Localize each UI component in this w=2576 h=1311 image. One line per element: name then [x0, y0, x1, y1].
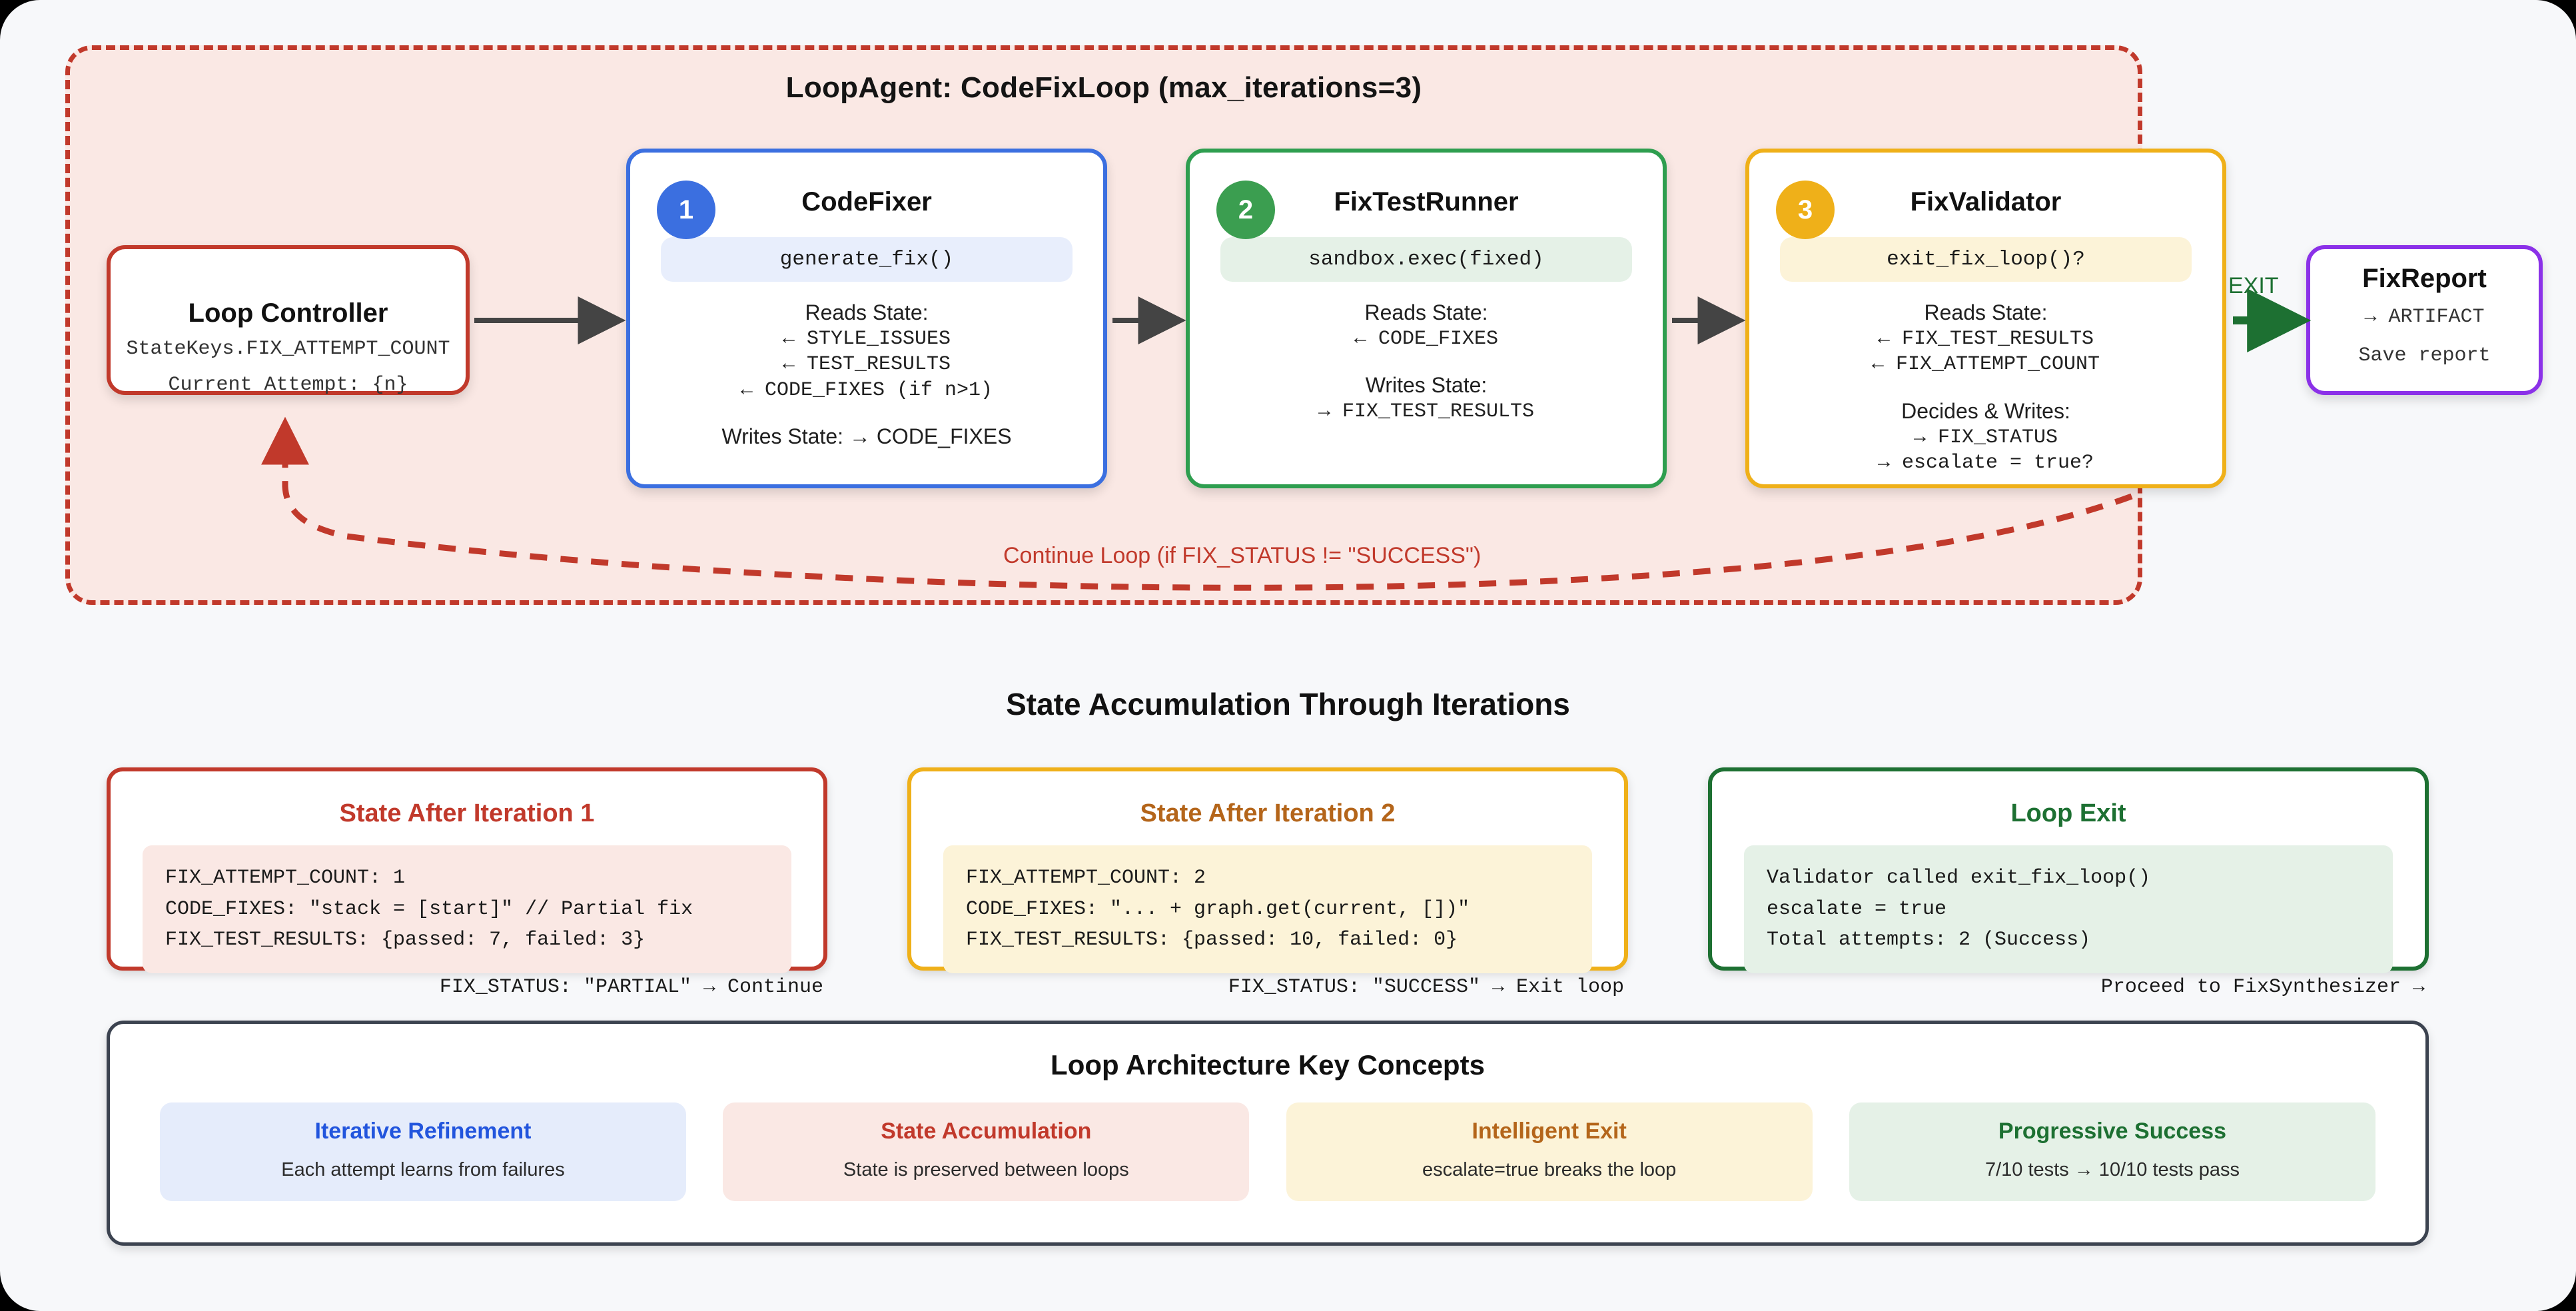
- continue-loop-label: Continue Loop (if FIX_STATUS != "SUCCESS…: [1003, 543, 1482, 568]
- agent-node-codefixer[interactable]: 1 CodeFixer generate_fix() Reads State: …: [626, 149, 1107, 488]
- concept-desc: Each attempt learns from failures: [281, 1159, 565, 1180]
- key-concepts-title: Loop Architecture Key Concepts: [1051, 1049, 1485, 1081]
- agent-node-fixtestrunner[interactable]: 2 FixTestRunner sandbox.exec(fixed) Read…: [1186, 149, 1667, 488]
- concept-title: Intelligent Exit: [1472, 1118, 1627, 1144]
- state-card-body: FIX_ATTEMPT_COUNT: 1 CODE_FIXES: "stack …: [143, 845, 791, 973]
- state-card-title: Loop Exit: [2010, 799, 2126, 827]
- concept-card-state-accumulation[interactable]: State Accumulation State is preserved be…: [723, 1102, 1250, 1201]
- state-line: CODE_FIXES: "stack = [start]" // Partial…: [165, 897, 693, 921]
- loop-controller-node[interactable]: Loop Controller StateKeys.FIX_ATTEMPT_CO…: [107, 245, 470, 396]
- writes-state-item: → FIX_STATUS: [1913, 426, 2058, 449]
- agent-method-chip-codefixer: generate_fix(): [661, 237, 1073, 282]
- reads-state-label-fixvalidator: Reads State:: [1924, 300, 2048, 324]
- loop-agent-title: LoopAgent: CodeFixLoop (max_iterations=3…: [785, 71, 1422, 104]
- concept-title: Progressive Success: [1998, 1118, 2227, 1144]
- state-card-title: State After Iteration 2: [1140, 799, 1396, 827]
- state-line: CODE_FIXES: "... + graph.get(current, []…: [966, 897, 1470, 921]
- loop-controller-title: Loop Controller: [188, 298, 388, 328]
- reads-state-label-fixtestrunner: Reads State:: [1364, 300, 1488, 324]
- fixreport-title: FixReport: [2362, 264, 2487, 293]
- agent-title-fixtestrunner: FixTestRunner: [1334, 187, 1519, 217]
- state-card-iteration-2[interactable]: State After Iteration 2 FIX_ATTEMPT_COUN…: [907, 767, 1628, 999]
- decides-writes-label-fixvalidator: Decides & Writes:: [1901, 398, 2070, 423]
- step-badge-2: 2: [1216, 181, 1275, 239]
- agent-title-codefixer: CodeFixer: [801, 187, 932, 217]
- loop-controller-attempt: Current Attempt: {n}: [168, 373, 408, 396]
- reads-state-item: ← CODE_FIXES: [1354, 327, 1499, 350]
- writes-state-label-codefixer: Writes State: → CODE_FIXES: [721, 424, 1012, 449]
- loop-controller-statekey: StateKeys.FIX_ATTEMPT_COUNT: [126, 338, 450, 360]
- key-concepts-panel: Loop Architecture Key Concepts Iterative…: [107, 1021, 2429, 1246]
- state-line: escalate = true: [1767, 897, 1947, 921]
- concept-desc: 7/10 tests → 10/10 tests pass: [1984, 1159, 2240, 1180]
- state-card-footer: FIX_STATUS: "SUCCESS" → Exit loop: [1228, 975, 1624, 999]
- state-line: FIX_TEST_RESULTS: {passed: 7, failed: 3}: [165, 929, 645, 951]
- state-card-body: Validator called exit_fix_loop() escalat…: [1744, 845, 2393, 973]
- reads-state-item: ← FIX_ATTEMPT_COUNT: [1871, 353, 2100, 376]
- state-line: FIX_ATTEMPT_COUNT: 1: [165, 867, 406, 889]
- reads-state-label-codefixer: Reads State:: [805, 300, 929, 324]
- state-line: FIX_TEST_RESULTS: {passed: 10, failed: 0…: [966, 929, 1458, 951]
- state-card-title: State After Iteration 1: [339, 799, 595, 827]
- concept-desc: State is preserved between loops: [843, 1159, 1129, 1180]
- writes-state-label-fixtestrunner: Writes State:: [1365, 373, 1488, 398]
- state-card-footer: Proceed to FixSynthesizer →: [2100, 975, 2425, 999]
- step-badge-1: 1: [657, 181, 715, 239]
- reads-state-item: ← FIX_TEST_RESULTS: [1877, 327, 2094, 350]
- exit-arrow-label: EXIT: [2228, 273, 2279, 298]
- concept-title: State Accumulation: [881, 1118, 1092, 1144]
- agent-method-chip-fixtestrunner: sandbox.exec(fixed): [1220, 237, 1632, 282]
- state-card-body: FIX_ATTEMPT_COUNT: 2 CODE_FIXES: "... + …: [943, 845, 1592, 973]
- writes-state-item: → escalate = true?: [1877, 452, 2094, 475]
- agent-title-fixvalidator: FixValidator: [1910, 187, 2062, 217]
- step-badge-3: 3: [1776, 181, 1835, 239]
- state-card-iteration-1[interactable]: State After Iteration 1 FIX_ATTEMPT_COUN…: [107, 767, 827, 999]
- fixreport-node[interactable]: FixReport → ARTIFACT Save report: [2306, 245, 2543, 395]
- agent-method-chip-fixvalidator: exit_fix_loop()?: [1780, 237, 2192, 282]
- state-line: Validator called exit_fix_loop(): [1767, 867, 2151, 889]
- concept-card-iterative-refinement[interactable]: Iterative Refinement Each attempt learns…: [160, 1102, 686, 1201]
- state-section-heading: State Accumulation Through Iterations: [1006, 687, 1570, 721]
- concept-card-progressive-success[interactable]: Progressive Success 7/10 tests → 10/10 t…: [1849, 1102, 2375, 1201]
- reads-state-item: ← CODE_FIXES (if n>1): [740, 378, 993, 402]
- state-card-loop-exit[interactable]: Loop Exit Validator called exit_fix_loop…: [1708, 767, 2429, 999]
- state-card-footer: FIX_STATUS: "PARTIAL" → Continue: [439, 975, 823, 999]
- concept-title: Iterative Refinement: [314, 1118, 532, 1144]
- fixreport-save: Save report: [2358, 344, 2491, 367]
- reads-state-item: ← TEST_RESULTS: [782, 353, 951, 376]
- agent-node-fixvalidator[interactable]: 3 FixValidator exit_fix_loop()? Reads St…: [1745, 149, 2226, 488]
- writes-state-item: → FIX_TEST_RESULTS: [1318, 400, 1535, 424]
- fixreport-artifact: → ARTIFACT: [2364, 306, 2485, 328]
- concept-card-intelligent-exit[interactable]: Intelligent Exit escalate=true breaks th…: [1286, 1102, 1813, 1201]
- concept-desc: escalate=true breaks the loop: [1422, 1159, 1677, 1180]
- state-line: Total attempts: 2 (Success): [1767, 929, 2091, 951]
- state-line: FIX_ATTEMPT_COUNT: 2: [966, 867, 1206, 889]
- reads-state-item: ← STYLE_ISSUES: [782, 327, 951, 350]
